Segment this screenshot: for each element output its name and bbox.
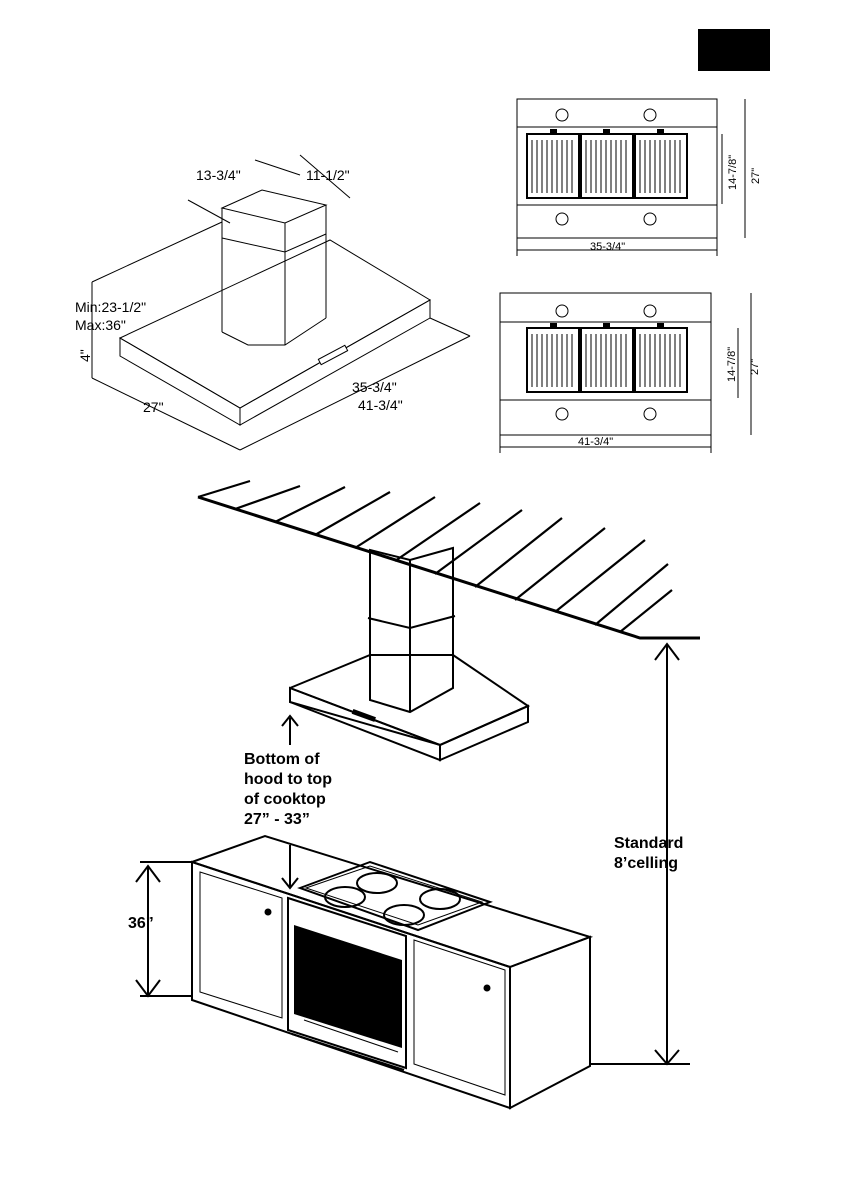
- clearance-label-line1: Bottom of: [244, 751, 320, 768]
- counter-height-label: 36”: [128, 915, 154, 932]
- bottom-large-width: 41-3/4": [578, 436, 613, 448]
- clearance-label-line4: 27” - 33”: [244, 811, 310, 828]
- bottom-large-depth: 27": [749, 359, 761, 375]
- bottom-small-depth: 27": [750, 168, 762, 184]
- ceiling-label-line2: 8’celling: [614, 855, 678, 872]
- dim-duct-width-label: 11-1/2": [306, 167, 350, 183]
- chimney-top: [222, 190, 326, 223]
- clearance-arrow-down: [282, 845, 298, 888]
- bottom-small-width: 35-3/4": [590, 241, 625, 253]
- baffle-filters: [527, 129, 687, 198]
- bottom-small-filter-height: 14-7/8": [727, 155, 739, 190]
- dim-duct-depth-label: 13-3/4": [196, 167, 241, 183]
- baffle-filters: [527, 323, 687, 392]
- dim-width-small-label: 35-3/4": [352, 379, 397, 395]
- clearance-label-line3: of cooktop: [244, 791, 326, 808]
- isometric-hood-drawing: 13-3/4" 11-1/2" Min:23-1/2" Max:36" 4" 2…: [75, 155, 470, 450]
- dim-thickness-label: 4": [77, 349, 93, 362]
- bottom-view-large: 41-3/4" 14-7/8" 27": [500, 293, 761, 453]
- dim-height-min-label: Min:23-1/2": [75, 299, 146, 315]
- hood-canopy-front: [120, 338, 240, 425]
- ceiling-height-arrow: [590, 644, 690, 1064]
- hood-control-panel: [318, 345, 347, 364]
- dim-width-large-label: 41-3/4": [358, 397, 403, 413]
- clearance-label-line2: hood to top: [244, 771, 332, 788]
- ceiling: [198, 481, 700, 638]
- clearance-arrow-up: [282, 716, 298, 745]
- installation-scene: Bottom of hood to top of cooktop 27” - 3…: [128, 481, 700, 1108]
- ceiling-label-line1: Standard: [614, 835, 683, 852]
- hood-chimney: [368, 548, 455, 712]
- dim-depth-label: 27": [143, 399, 164, 415]
- kitchen-island: [192, 836, 590, 1108]
- cooktop: [300, 862, 490, 930]
- bottom-view-small: 35-3/4" 14-7/8" 27": [517, 99, 762, 256]
- dim-height-max-label: Max:36": [75, 317, 126, 333]
- bottom-large-filter-height: 14-7/8": [726, 347, 738, 382]
